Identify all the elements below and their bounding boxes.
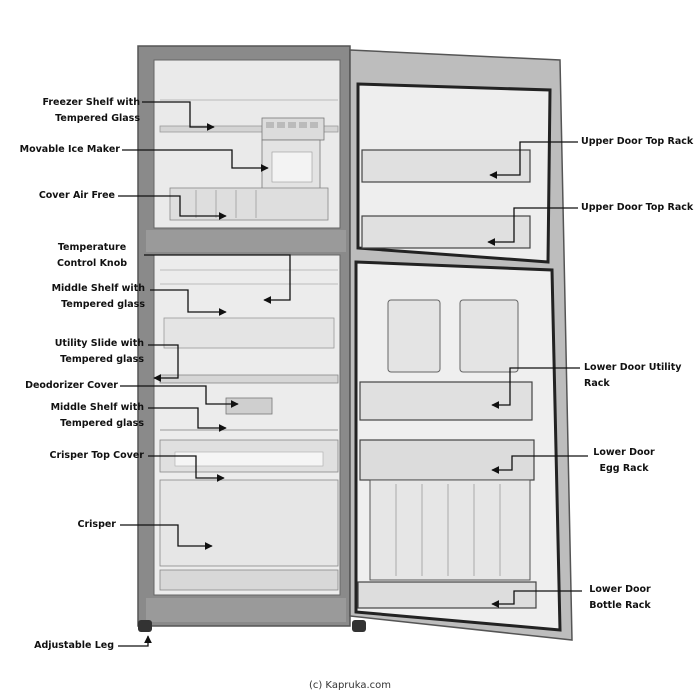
label-lower-door-bottle-rack: Lower Door Bottle Rack [589, 584, 651, 611]
label-lower-door-egg-rack: Lower Door Egg Rack [593, 447, 655, 474]
label-utility-slide: Utility Slide with Tempered glass [54, 338, 144, 365]
label-temperature-control-knob: Temperature Control Knob [56, 242, 128, 269]
leader-lines-right [487, 141, 588, 608]
label-cover-air-free: Cover Air Free [38, 190, 115, 201]
freezer-interior [159, 99, 339, 221]
label-upper-door-top-rack-2: Upper Door Top Rack [581, 202, 694, 213]
label-adjustable-leg: Adjustable Leg [34, 640, 114, 651]
label-crisper: Crisper [77, 519, 117, 530]
label-crisper-top-cover: Crisper Top Cover [49, 450, 144, 461]
label-middle-shelf-2: Middle Shelf with Tempered glass [50, 402, 144, 429]
label-upper-door-top-rack-1: Upper Door Top Rack [581, 136, 694, 147]
label-freezer-shelf: Freezer Shelf with Tempered Glass [42, 97, 140, 124]
label-deodorizer-cover: Deodorizer Cover [25, 380, 118, 391]
copyright-text: (c) Kapruka.com [308, 680, 392, 691]
fresh-food-interior [159, 269, 339, 591]
label-lower-door-utility-rack: Lower Door Utility Rack [584, 362, 682, 389]
label-movable-ice-maker: Movable Ice Maker [19, 144, 120, 155]
leader-lines-left [118, 101, 291, 647]
label-middle-shelf-1: Middle Shelf with Tempered glass [51, 283, 145, 310]
fridge-door [349, 49, 573, 641]
